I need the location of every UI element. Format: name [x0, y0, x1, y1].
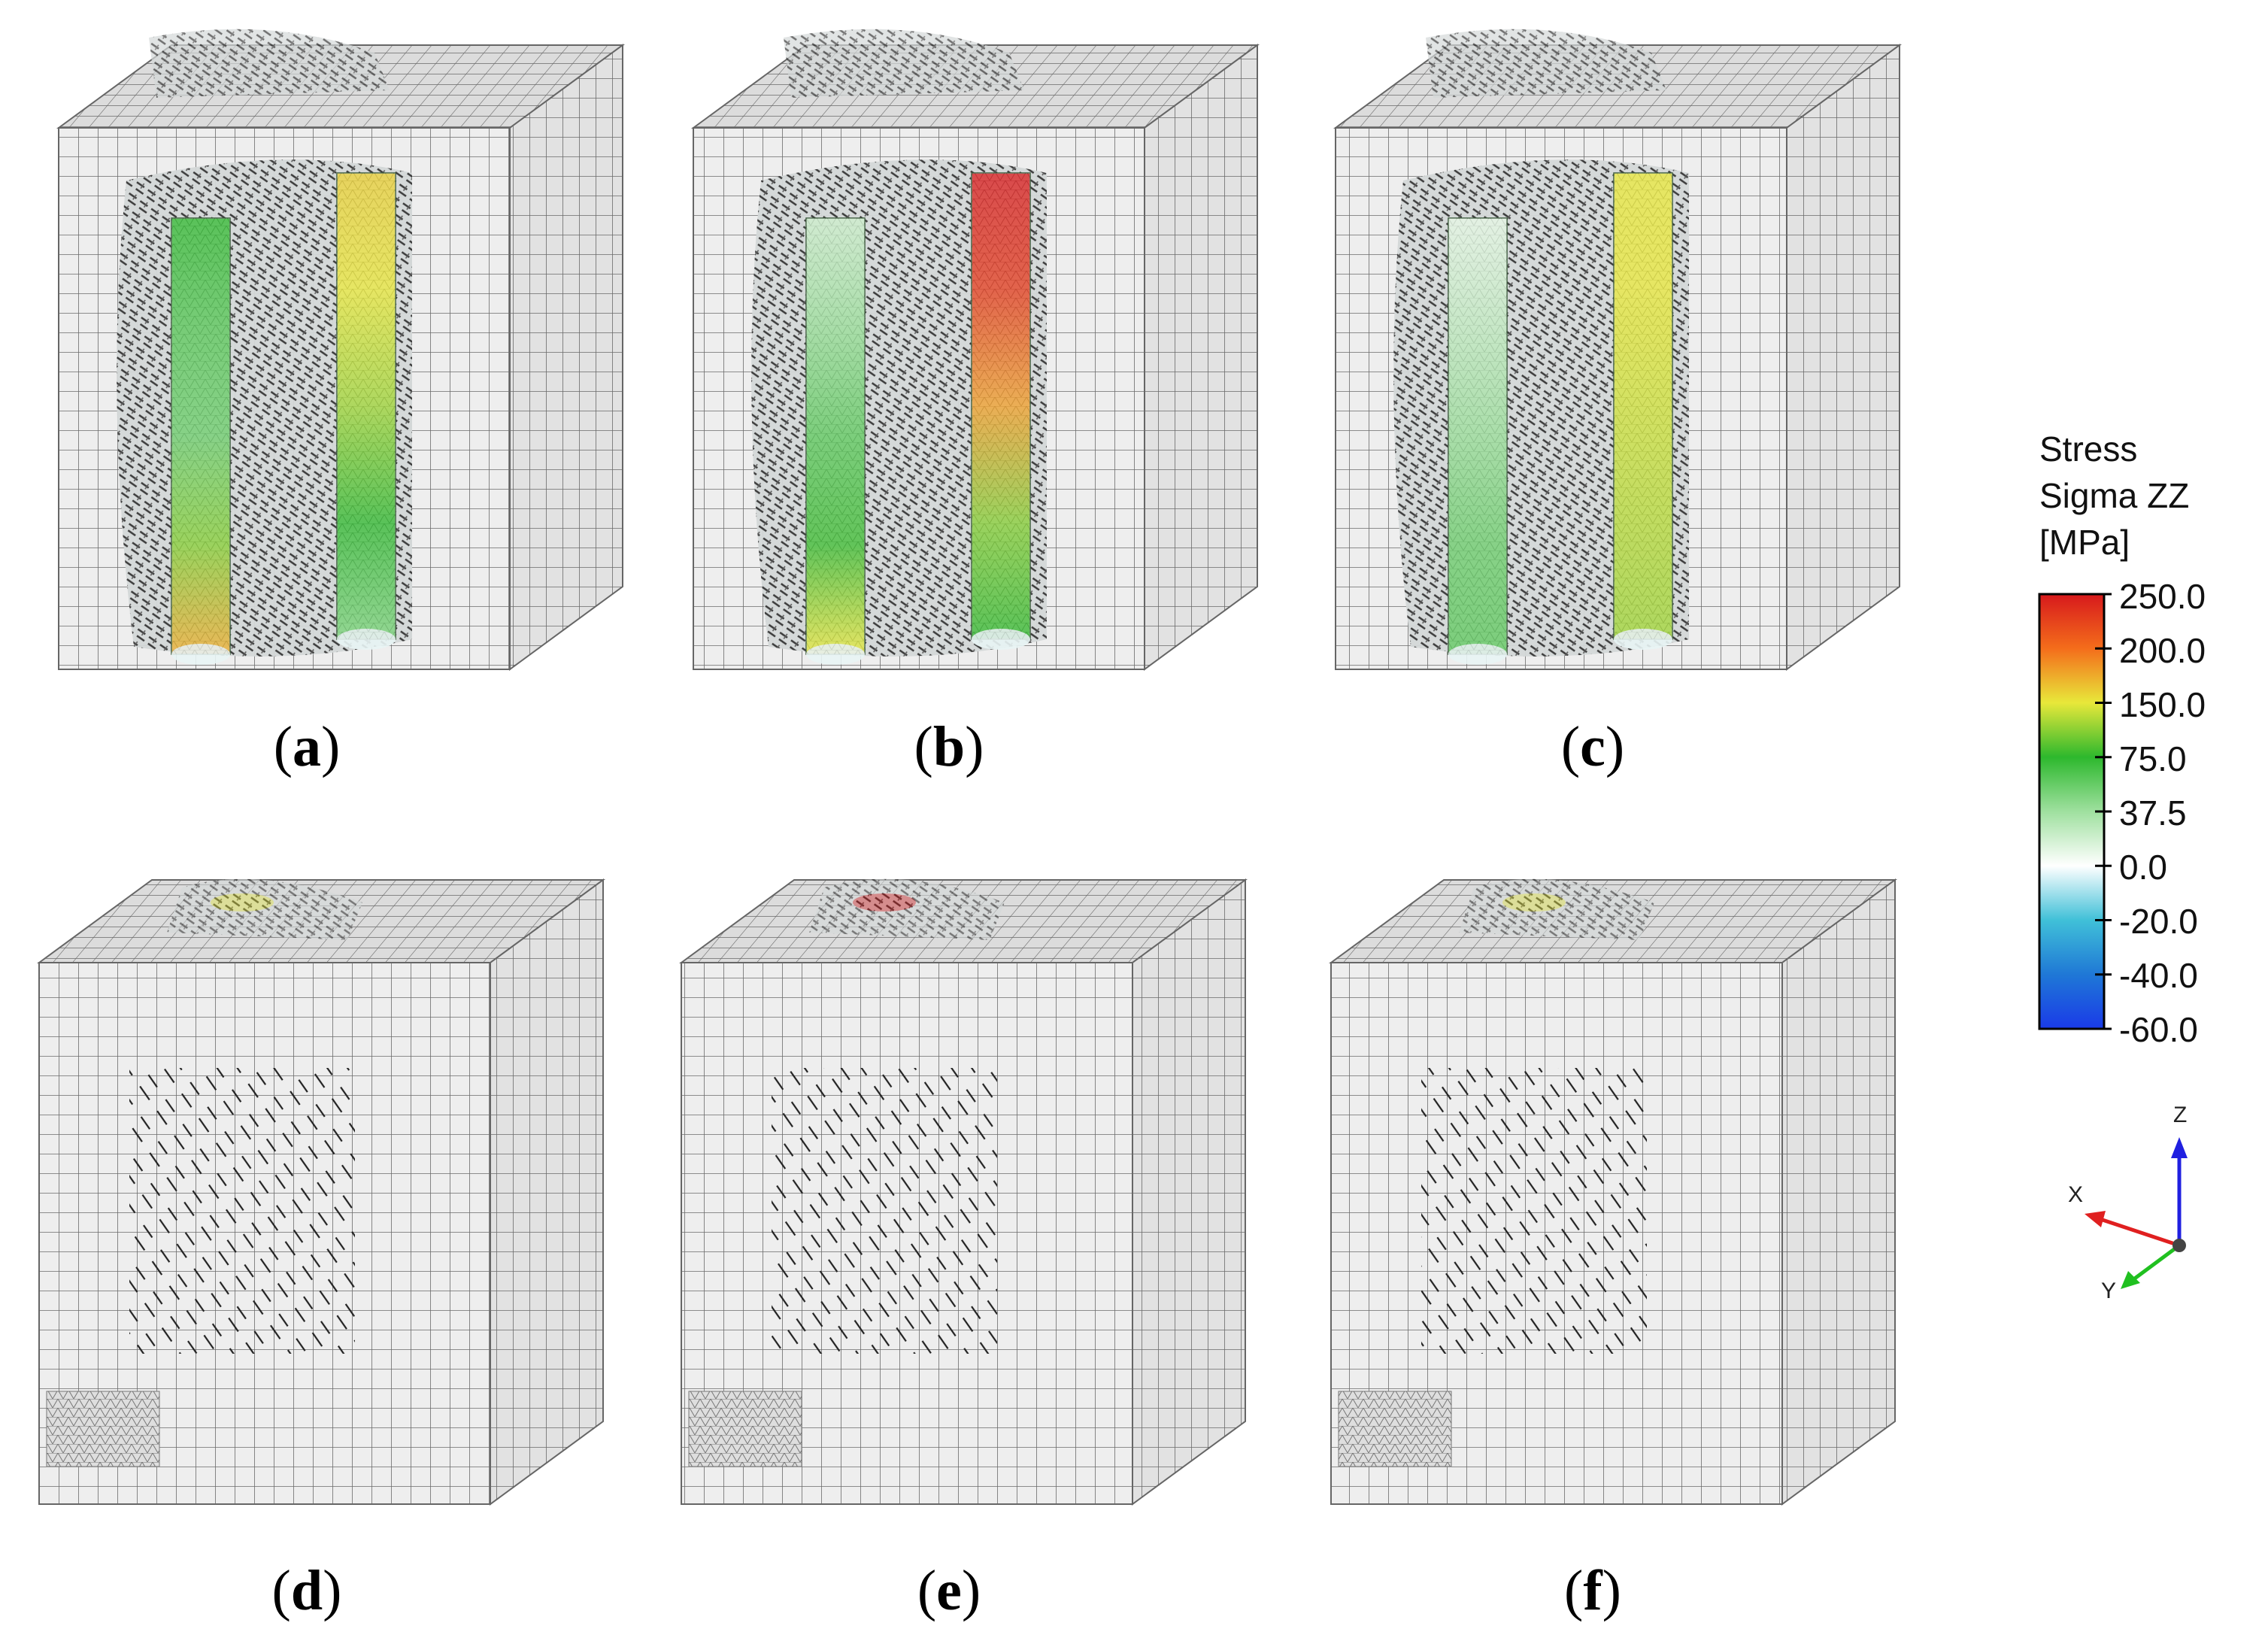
rod-mesh — [1448, 218, 1507, 654]
stress-trajectories — [772, 1068, 997, 1354]
x-axis-arrow — [2085, 1211, 2106, 1227]
block-side-face — [509, 44, 623, 671]
legend-tick-label: 200.0 — [2119, 631, 2206, 670]
legend-title-line-3: [MPa] — [2039, 523, 2130, 562]
stress-trajectories — [129, 1068, 355, 1354]
axis-origin — [2172, 1239, 2186, 1252]
panel-a — [56, 29, 626, 671]
color-bar — [2038, 593, 2112, 1030]
legend-tick-label: 250.0 — [2119, 577, 2206, 616]
legend-tick-label: -20.0 — [2119, 902, 2198, 941]
z-axis-label: Z — [2173, 1103, 2188, 1127]
mesh-fan-top — [809, 878, 1005, 940]
caption-b: (b) — [914, 715, 984, 778]
mesh-fan-top — [1426, 29, 1666, 98]
x-axis-line — [2097, 1216, 2180, 1248]
caption-a: (a) — [273, 715, 341, 778]
block-side-face — [1781, 878, 1896, 1506]
y-axis-line — [2131, 1243, 2181, 1282]
mesh-fan-top — [167, 878, 362, 940]
tri-mesh-patch — [688, 1391, 802, 1467]
legend-tick-label: 37.5 — [2119, 793, 2187, 833]
panel-b — [690, 29, 1260, 671]
block-side-face — [1144, 44, 1258, 671]
x-axis-label: X — [2068, 1182, 2084, 1207]
mesh-fan-top — [784, 29, 1024, 98]
mesh-fan-top — [149, 29, 390, 98]
stress-trajectories — [1421, 1068, 1647, 1354]
tri-mesh-patch — [1338, 1391, 1452, 1467]
caption-d: (d) — [271, 1559, 342, 1622]
legend-title: Stress Sigma ZZ [MPa] — [2039, 426, 2189, 566]
panel-c — [1333, 29, 1903, 671]
legend-tick-label: -40.0 — [2119, 956, 2198, 995]
caption-e: (e) — [917, 1559, 981, 1622]
panels-layer — [36, 29, 1903, 1506]
legend-tick-label: 150.0 — [2119, 685, 2206, 724]
panel-f — [1328, 878, 1898, 1506]
rod-mesh — [972, 173, 1030, 639]
legend-tick-label: 0.0 — [2119, 848, 2167, 887]
legend-tick-label: 75.0 — [2119, 739, 2187, 778]
block-side-face — [1132, 878, 1246, 1506]
panel-d — [36, 878, 606, 1506]
caption-c: (c) — [1560, 715, 1625, 778]
legend-title-line-2: Sigma ZZ — [2039, 476, 2190, 515]
panel-e — [678, 878, 1248, 1506]
legend-tick-label: -60.0 — [2119, 1010, 2198, 1049]
y-axis-label: Y — [2101, 1279, 2117, 1303]
rod-mesh — [337, 173, 396, 639]
y-axis-arrow — [2121, 1271, 2140, 1289]
mesh-fan-top — [1459, 878, 1654, 940]
tri-mesh-patch — [46, 1391, 160, 1467]
z-axis-arrow — [2171, 1137, 2188, 1158]
caption-f: (f) — [1564, 1559, 1621, 1622]
rod-mesh — [171, 218, 230, 654]
rod-mesh — [1614, 173, 1672, 639]
rod-mesh — [806, 218, 865, 654]
block-side-face — [490, 878, 604, 1506]
legend-title-line-1: Stress — [2039, 429, 2138, 469]
block-side-face — [1786, 44, 1900, 671]
axis-triad — [2085, 1137, 2188, 1289]
